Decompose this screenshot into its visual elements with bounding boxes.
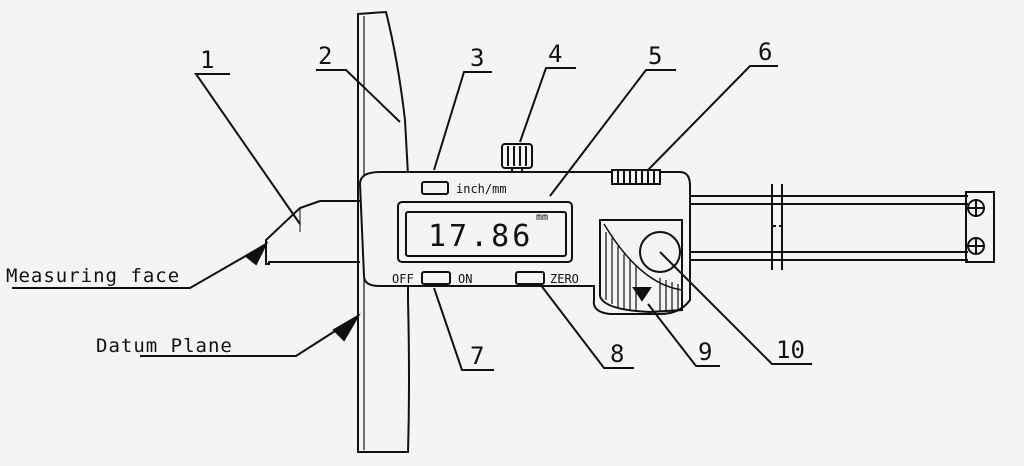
lock-knob — [501, 143, 533, 172]
coarse-wheel — [611, 169, 661, 185]
on-label: ON — [458, 272, 472, 286]
display-reading: 17.86 — [428, 219, 533, 254]
off-label: OFF — [392, 272, 414, 286]
callout-3: 3 — [470, 44, 484, 72]
arrow-head-measuring — [244, 241, 269, 266]
callout-1: 1 — [200, 46, 214, 74]
lock-pointer-icon — [632, 287, 652, 302]
main-beam — [690, 184, 995, 270]
callout-4: 4 — [548, 40, 562, 68]
measuring-face-label: Measuring face — [6, 265, 180, 287]
housing-hatching — [605, 232, 679, 312]
inch-mm-button[interactable] — [421, 181, 449, 195]
datum-plane-label: Datum Plane — [96, 335, 233, 357]
callout-7: 7 — [470, 342, 484, 370]
zero-button[interactable] — [515, 271, 545, 285]
callout-6: 6 — [758, 38, 772, 66]
slider-body — [358, 171, 691, 315]
inch-mm-label: inch/mm — [456, 182, 507, 196]
leader-lines — [12, 65, 812, 371]
arrow-head-datum — [332, 313, 361, 342]
off-on-button[interactable] — [421, 271, 451, 285]
callout-9: 9 — [698, 338, 712, 366]
callout-8: 8 — [610, 340, 624, 368]
display-unit: mm — [536, 212, 548, 223]
callout-10: 10 — [776, 336, 805, 364]
lcd-display — [397, 201, 573, 263]
callout-5: 5 — [648, 42, 662, 70]
zero-label: ZERO — [550, 272, 579, 286]
measuring-tip — [265, 200, 360, 265]
callout-2: 2 — [318, 42, 332, 70]
